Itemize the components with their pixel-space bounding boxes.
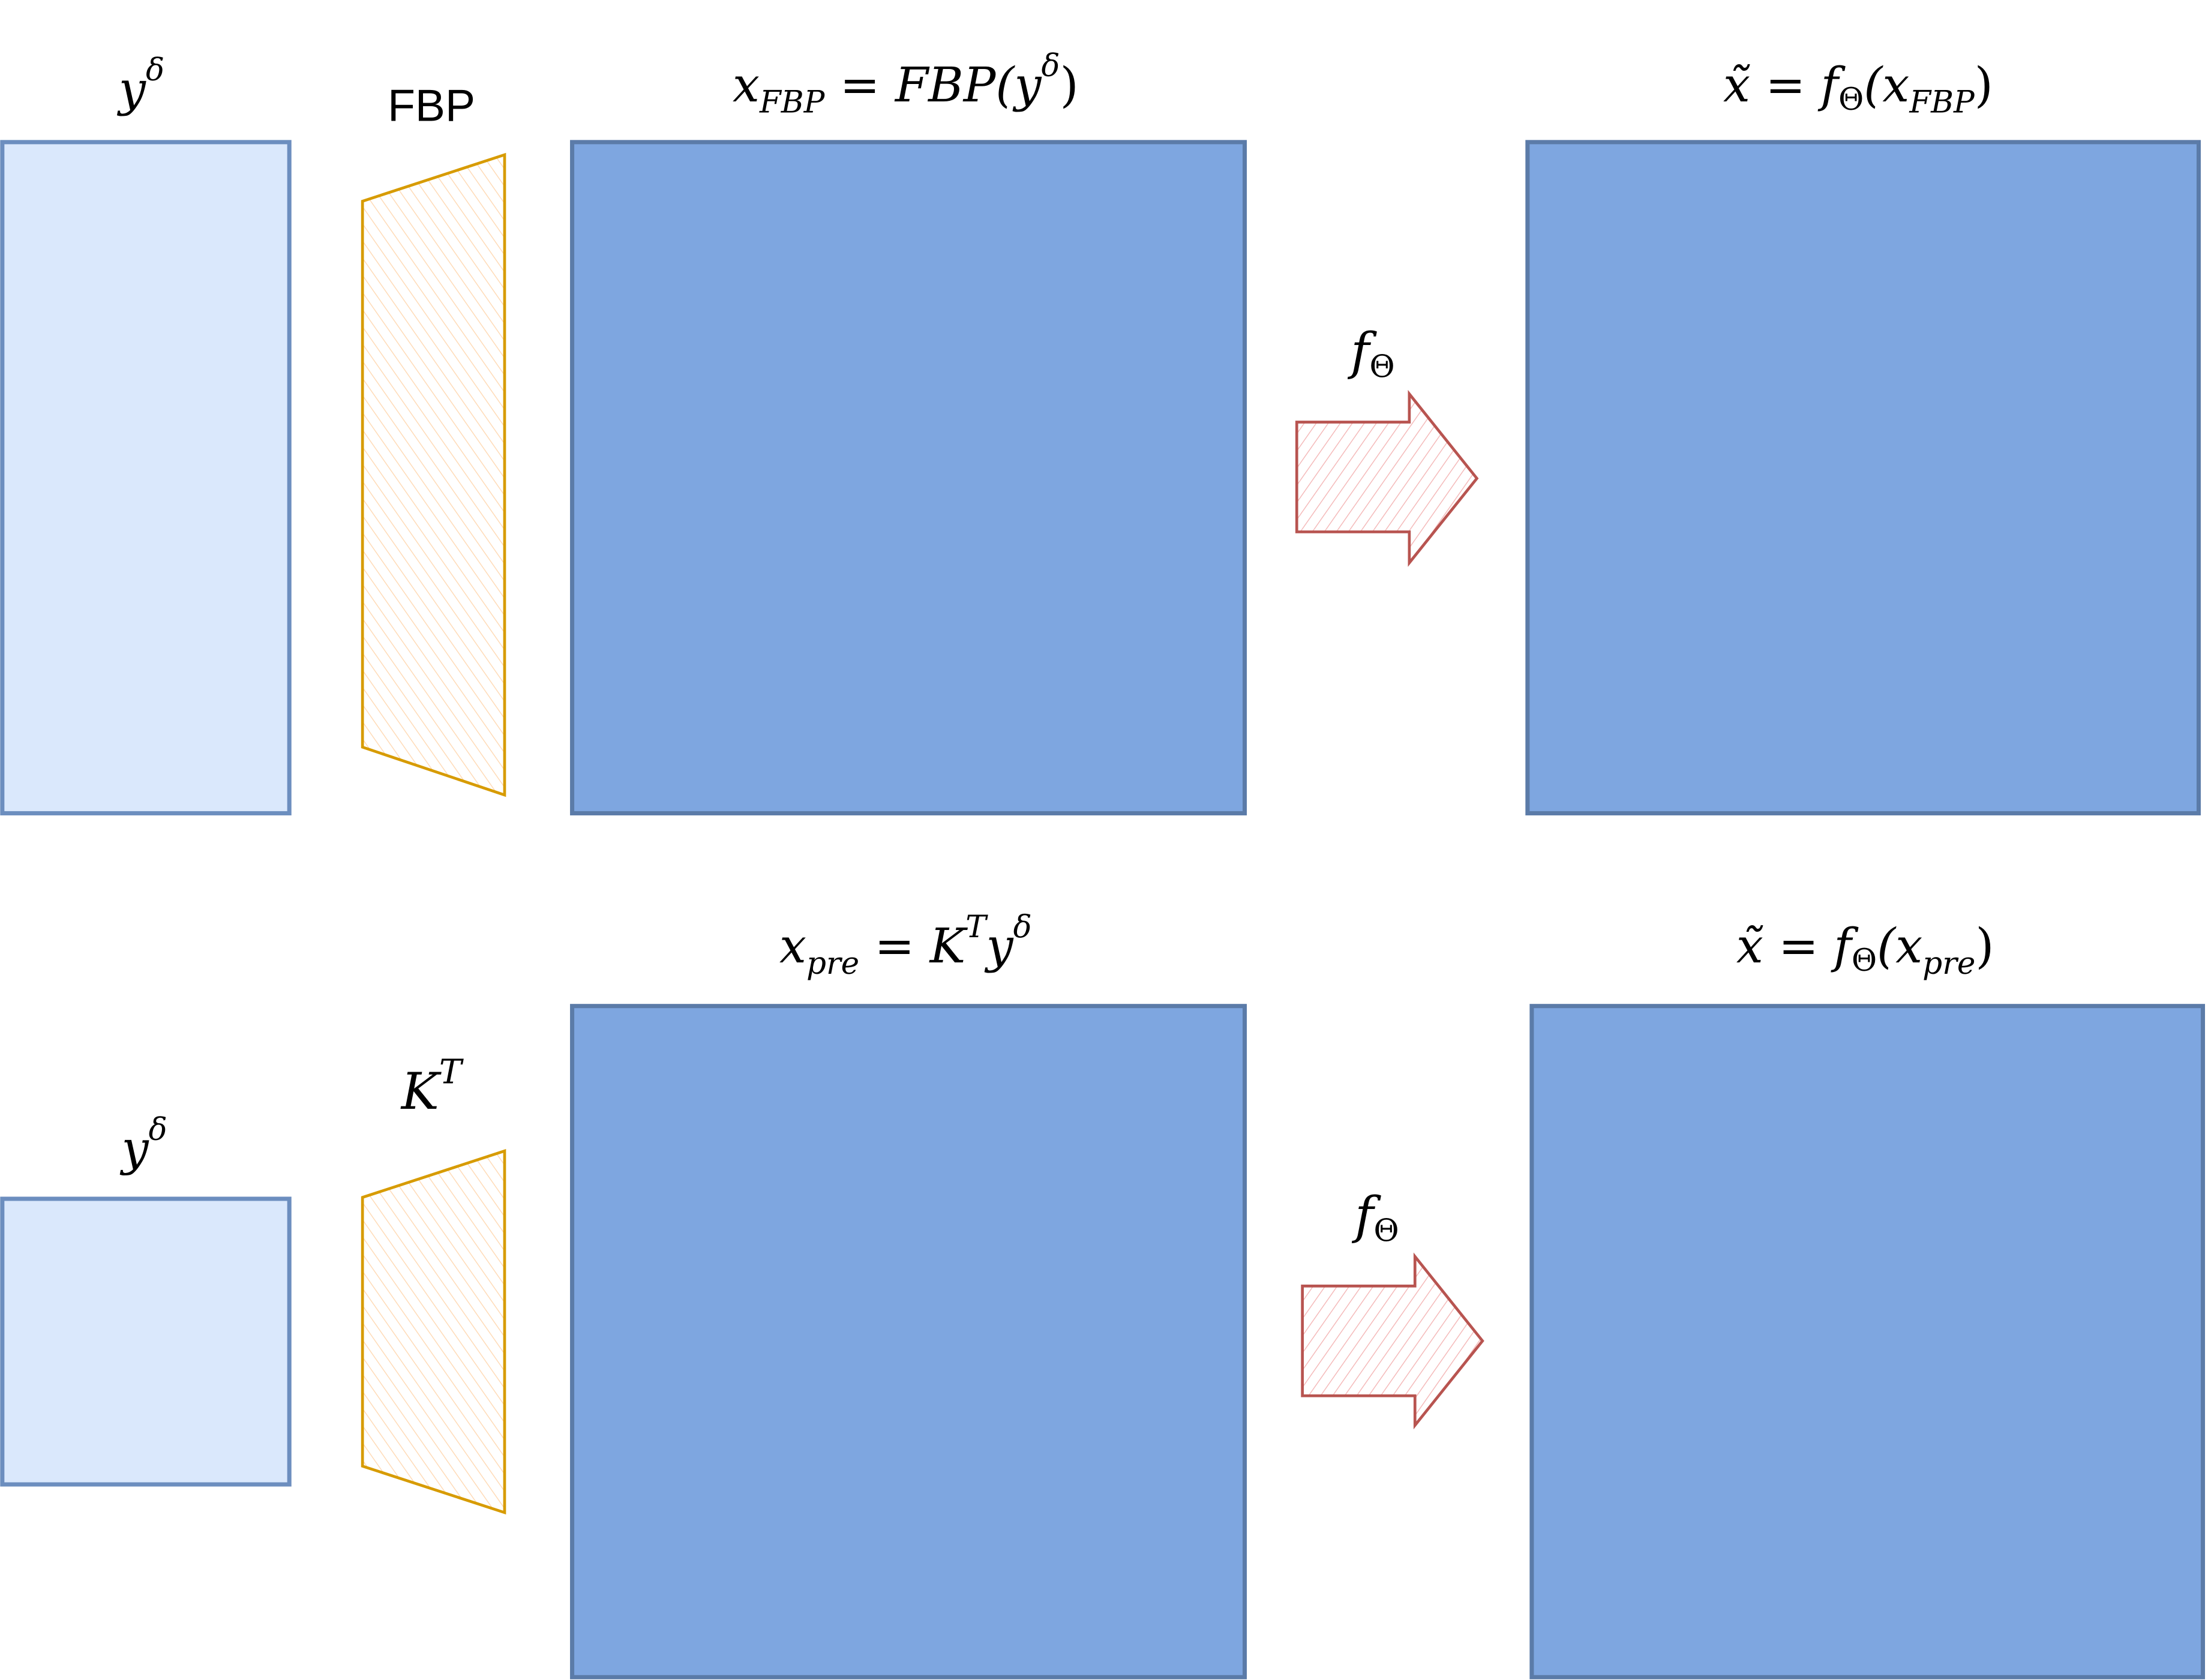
output-label-top: x̃ = fΘ(xFBP) (1723, 57, 1993, 121)
network-arrow-bottom (1301, 1252, 1484, 1430)
output-label-bottom: x̃ = fΘ(xpre) (1736, 918, 1994, 982)
pre-image-block (570, 1004, 1247, 1679)
measurement-block-bottom (0, 1196, 292, 1487)
adjoint-label: KT (400, 1053, 464, 1121)
measurement-block-top (0, 140, 292, 815)
top-row: yδ FBP xFBP = FBP(yδ) fΘ x̃ = fΘ(xFBP) (0, 48, 2201, 815)
network-label-top: fΘ (1347, 322, 1395, 385)
bottom-row: yδ KT xpre = KTyδ fΘ x̃ = fΘ(xpre) (0, 909, 2206, 1679)
fbp-image-block (570, 140, 1247, 815)
fbp-image-label: xFBP = FBP(yδ) (733, 48, 1079, 121)
output-image-block-top (1525, 140, 2201, 815)
input-label-bottom: yδ (120, 1111, 167, 1176)
fbp-label: FBP (388, 80, 475, 131)
output-image-block-bottom (1529, 1004, 2206, 1679)
adjoint-operator-shape (361, 1149, 506, 1515)
network-label-bottom: fΘ (1351, 1186, 1399, 1249)
network-arrow-top (1295, 389, 1479, 567)
pre-image-label: xpre = KTyδ (779, 909, 1032, 982)
fbp-operator-shape (361, 152, 506, 797)
input-label-top: yδ (117, 52, 164, 117)
